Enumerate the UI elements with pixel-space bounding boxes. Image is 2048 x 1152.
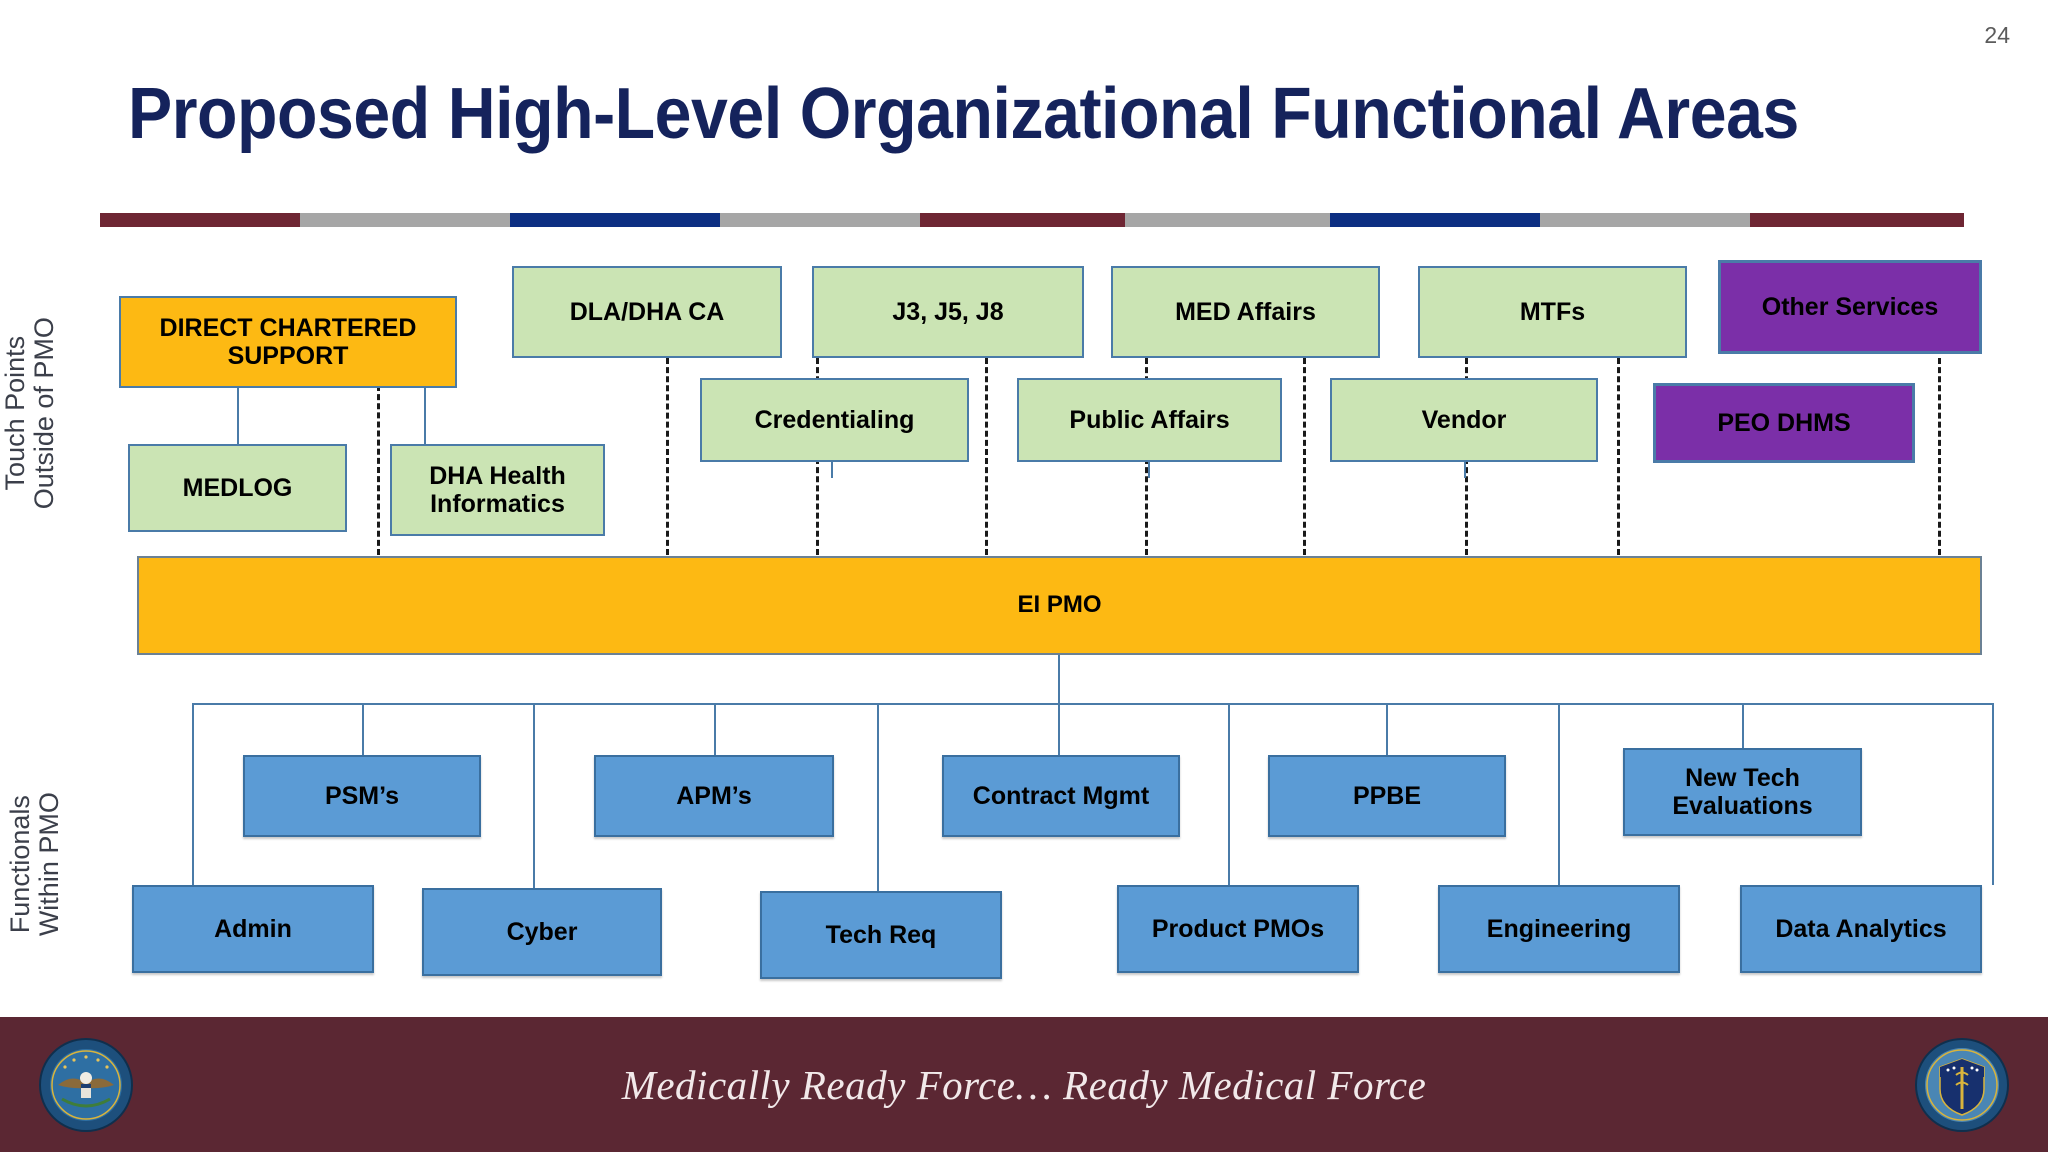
rule-segment-5 xyxy=(1125,213,1330,227)
connector xyxy=(1558,703,1560,885)
connector xyxy=(1228,703,1230,885)
node-engineering[interactable]: Engineering xyxy=(1438,885,1680,973)
rule-segment-1 xyxy=(300,213,510,227)
dashed-connector xyxy=(377,385,380,555)
connector xyxy=(237,388,239,450)
dashed-connector xyxy=(1938,358,1941,555)
connector xyxy=(1992,703,1994,885)
node-ei-pmo[interactable]: EI PMO xyxy=(137,556,1982,655)
node-credentialing[interactable]: Credentialing xyxy=(700,378,969,462)
connector xyxy=(192,703,194,885)
org-diagram: DIRECT CHARTERED SUPPORT DLA/DHA CA J3, … xyxy=(119,260,1994,979)
node-j3-j5-j8[interactable]: J3, J5, J8 xyxy=(812,266,1084,358)
page-number: 24 xyxy=(1984,22,2010,48)
node-product-pmos[interactable]: Product PMOs xyxy=(1117,885,1359,973)
node-vendor[interactable]: Vendor xyxy=(1330,378,1598,462)
connector xyxy=(831,448,833,478)
node-new-tech-evaluations[interactable]: New Tech Evaluations xyxy=(1623,748,1862,836)
node-ppbe[interactable]: PPBE xyxy=(1268,755,1506,837)
node-dla-dha-ca[interactable]: DLA/DHA CA xyxy=(512,266,782,358)
decorative-rule xyxy=(100,213,1964,227)
node-apms[interactable]: APM’s xyxy=(594,755,834,837)
node-mtfs[interactable]: MTFs xyxy=(1418,266,1687,358)
rule-segment-4 xyxy=(920,213,1125,227)
rule-segment-3 xyxy=(720,213,920,227)
dashed-connector xyxy=(1617,358,1620,555)
rule-segment-7 xyxy=(1540,213,1750,227)
connector xyxy=(877,703,879,891)
connector xyxy=(192,703,1992,705)
connector xyxy=(1148,448,1150,478)
connector xyxy=(1464,448,1466,478)
connector xyxy=(1386,703,1388,755)
node-contract-mgmt[interactable]: Contract Mgmt xyxy=(942,755,1180,837)
node-cyber[interactable]: Cyber xyxy=(422,888,662,976)
node-med-affairs[interactable]: MED Affairs xyxy=(1111,266,1380,358)
dashed-connector xyxy=(985,358,988,555)
connector xyxy=(1058,655,1060,703)
node-direct-chartered-support[interactable]: DIRECT CHARTERED SUPPORT xyxy=(119,296,457,388)
connector xyxy=(1058,703,1060,755)
footer-tagline: Medically Ready Force… Ready Medical For… xyxy=(621,1061,1427,1108)
connector xyxy=(533,703,535,888)
page-title: Proposed High-Level Organizational Funct… xyxy=(128,74,1799,154)
rule-segment-6 xyxy=(1330,213,1540,227)
department-of-defense-seal-icon xyxy=(38,1037,134,1133)
dashed-connector xyxy=(1303,358,1306,555)
rule-segment-0 xyxy=(100,213,300,227)
rule-segment-8 xyxy=(1750,213,1964,227)
dashed-connector xyxy=(666,358,669,555)
connector xyxy=(1742,703,1744,748)
node-public-affairs[interactable]: Public Affairs xyxy=(1017,378,1282,462)
footer-bar: Medically Ready Force… Ready Medical For… xyxy=(0,1017,2048,1152)
node-peo-dhms[interactable]: PEO DHMS xyxy=(1653,383,1915,463)
defense-health-agency-seal-icon xyxy=(1914,1037,2010,1133)
connector xyxy=(424,388,426,450)
connector xyxy=(362,703,364,755)
node-medlog[interactable]: MEDLOG xyxy=(128,444,347,532)
node-other-services[interactable]: Other Services xyxy=(1718,260,1982,354)
node-admin[interactable]: Admin xyxy=(132,885,374,973)
node-data-analytics[interactable]: Data Analytics xyxy=(1740,885,1982,973)
node-dha-health-informatics[interactable]: DHA Health Informatics xyxy=(390,444,605,536)
node-psms[interactable]: PSM’s xyxy=(243,755,481,837)
connector xyxy=(714,703,716,755)
node-tech-req[interactable]: Tech Req xyxy=(760,891,1002,979)
rule-segment-2 xyxy=(510,213,720,227)
